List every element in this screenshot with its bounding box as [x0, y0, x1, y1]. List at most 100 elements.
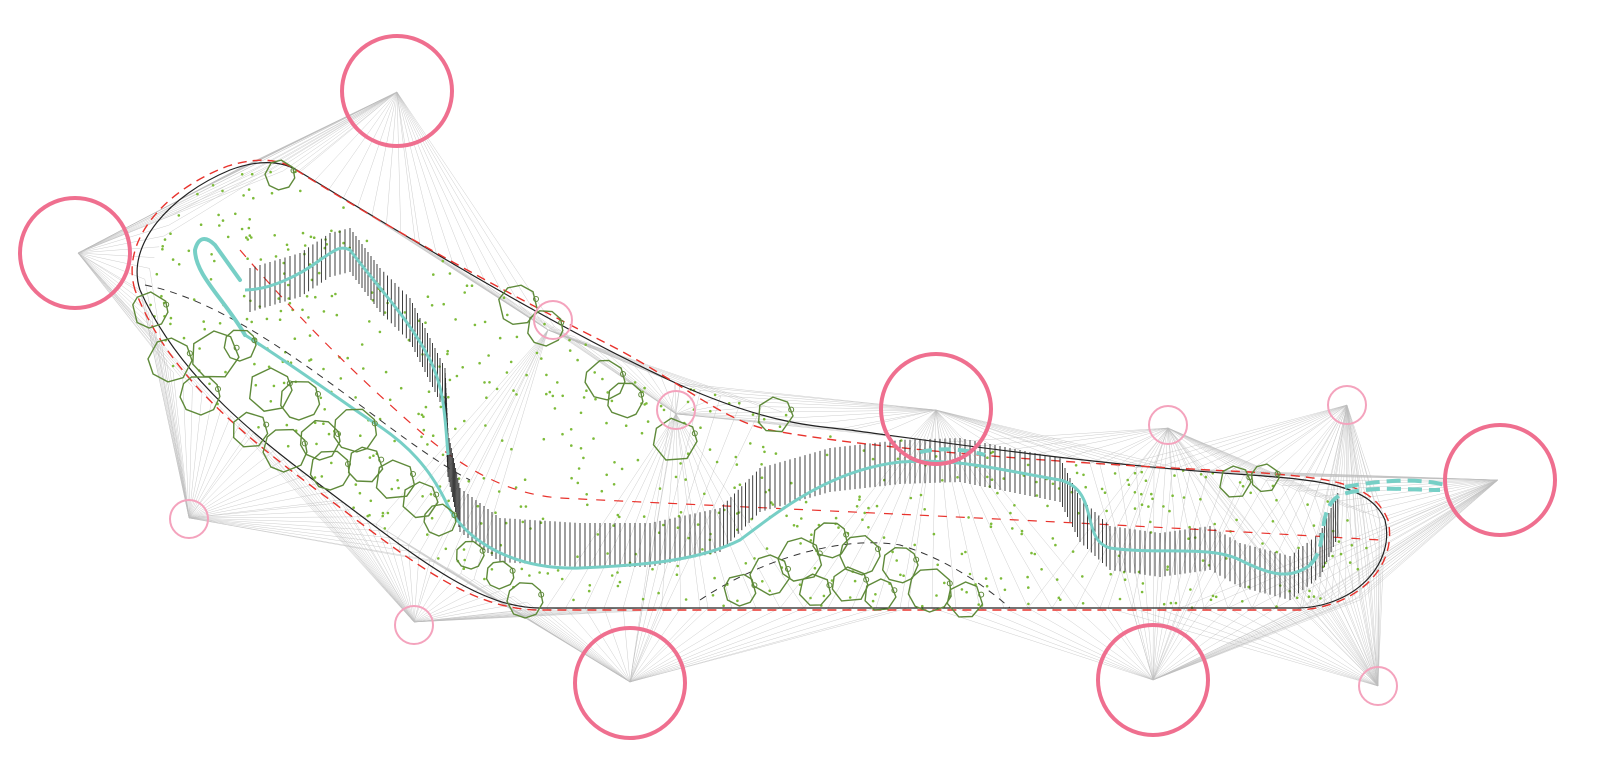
ground-dot	[234, 212, 237, 216]
ground-dot	[448, 378, 452, 382]
tree-canopy	[798, 573, 832, 606]
light-ray	[720, 395, 937, 411]
ground-dot	[461, 366, 465, 369]
ground-dot	[342, 241, 345, 245]
tree-canopy	[584, 359, 626, 401]
ground-dot	[640, 431, 644, 435]
light-ray	[77, 252, 145, 280]
light-ray	[603, 413, 677, 609]
light-ray	[386, 91, 398, 225]
tree-canopy	[506, 582, 544, 619]
light-ray	[1089, 463, 1154, 681]
light-ray	[629, 607, 781, 683]
ground-dot	[582, 396, 586, 399]
ground-dot	[1027, 602, 1030, 606]
light-ray	[178, 91, 398, 204]
ground-dot	[463, 291, 467, 294]
ground-dot	[437, 557, 440, 560]
cyan-walkway-upper	[244, 246, 450, 456]
ground-dot	[384, 370, 388, 374]
ground-dot	[570, 444, 573, 447]
ground-dot	[309, 235, 313, 239]
ground-dot	[606, 391, 609, 394]
light-ray	[168, 91, 398, 226]
ground-dot	[322, 310, 326, 313]
ground-dot	[269, 170, 272, 174]
ground-dot	[618, 580, 622, 584]
light-ray	[77, 170, 284, 254]
light-ray	[487, 584, 631, 683]
light-ray	[935, 409, 1077, 609]
ground-dot	[610, 399, 614, 403]
light-ray	[1107, 607, 1379, 687]
tree-canopy	[527, 310, 564, 347]
ground-dot	[989, 525, 993, 528]
light-ray	[1363, 479, 1499, 514]
ground-dot	[480, 522, 483, 525]
ground-dot	[422, 415, 425, 419]
light-ray	[158, 341, 190, 519]
light-ray	[188, 466, 297, 519]
light-ray	[77, 252, 145, 304]
light-ray	[1377, 518, 1380, 687]
ground-dot	[322, 422, 325, 426]
light-ray	[1003, 607, 1154, 681]
ground-dot	[1241, 484, 1245, 488]
ground-dot	[813, 566, 817, 570]
light-source-large	[340, 34, 454, 148]
ground-dot	[313, 476, 317, 479]
light-ray	[781, 409, 937, 413]
light-sources-layer	[18, 34, 1557, 740]
light-ray	[935, 409, 1191, 472]
ground-dot	[1326, 500, 1329, 503]
cyan-dashed-exit-top	[1344, 478, 1446, 489]
ground-dot	[259, 258, 263, 261]
tree-trunk-marker	[875, 546, 881, 552]
tree-canopy	[223, 329, 257, 362]
light-ray	[1167, 427, 1209, 473]
light-ray	[149, 268, 190, 519]
ground-dot	[163, 238, 167, 241]
light-ray	[629, 401, 742, 683]
ground-dot	[1307, 595, 1311, 598]
ground-dot	[346, 356, 350, 360]
ground-dot	[585, 493, 588, 496]
light-ray	[396, 91, 471, 276]
ground-dot	[305, 295, 309, 298]
ground-dot	[913, 543, 916, 547]
light-ray	[1117, 466, 1154, 681]
light-ray	[283, 91, 398, 172]
light-ray	[1203, 404, 1348, 609]
ground-dot	[592, 437, 595, 440]
ground-dot	[1213, 522, 1216, 526]
ground-dot	[708, 448, 712, 451]
ground-dot	[1046, 504, 1049, 508]
ground-dot	[899, 573, 902, 577]
ground-dot	[252, 196, 255, 200]
ground-dot	[934, 455, 938, 458]
ground-dot	[1199, 473, 1203, 476]
ground-dot	[208, 382, 211, 386]
light-ray	[1152, 607, 1229, 681]
black-dashed-inner-line	[144, 284, 471, 481]
light-ray	[1225, 473, 1379, 687]
light-ray	[675, 382, 937, 411]
ground-dot	[504, 521, 508, 525]
ground-dot	[439, 405, 443, 409]
light-ray	[371, 91, 398, 216]
light-ray	[827, 409, 937, 609]
ground-dot	[327, 432, 331, 436]
light-ray	[1189, 404, 1348, 472]
ground-dot	[265, 317, 269, 321]
ground-dot	[709, 409, 712, 413]
ground-dot	[1057, 596, 1061, 600]
ground-dot	[478, 361, 481, 365]
ground-dot	[600, 489, 604, 493]
light-ray	[1152, 480, 1267, 681]
light-ray	[1384, 479, 1499, 521]
ground-dot	[561, 432, 564, 436]
ground-dot	[991, 450, 995, 454]
light-ray	[188, 449, 276, 519]
light-ray	[1330, 603, 1379, 687]
ground-dot	[616, 571, 619, 574]
